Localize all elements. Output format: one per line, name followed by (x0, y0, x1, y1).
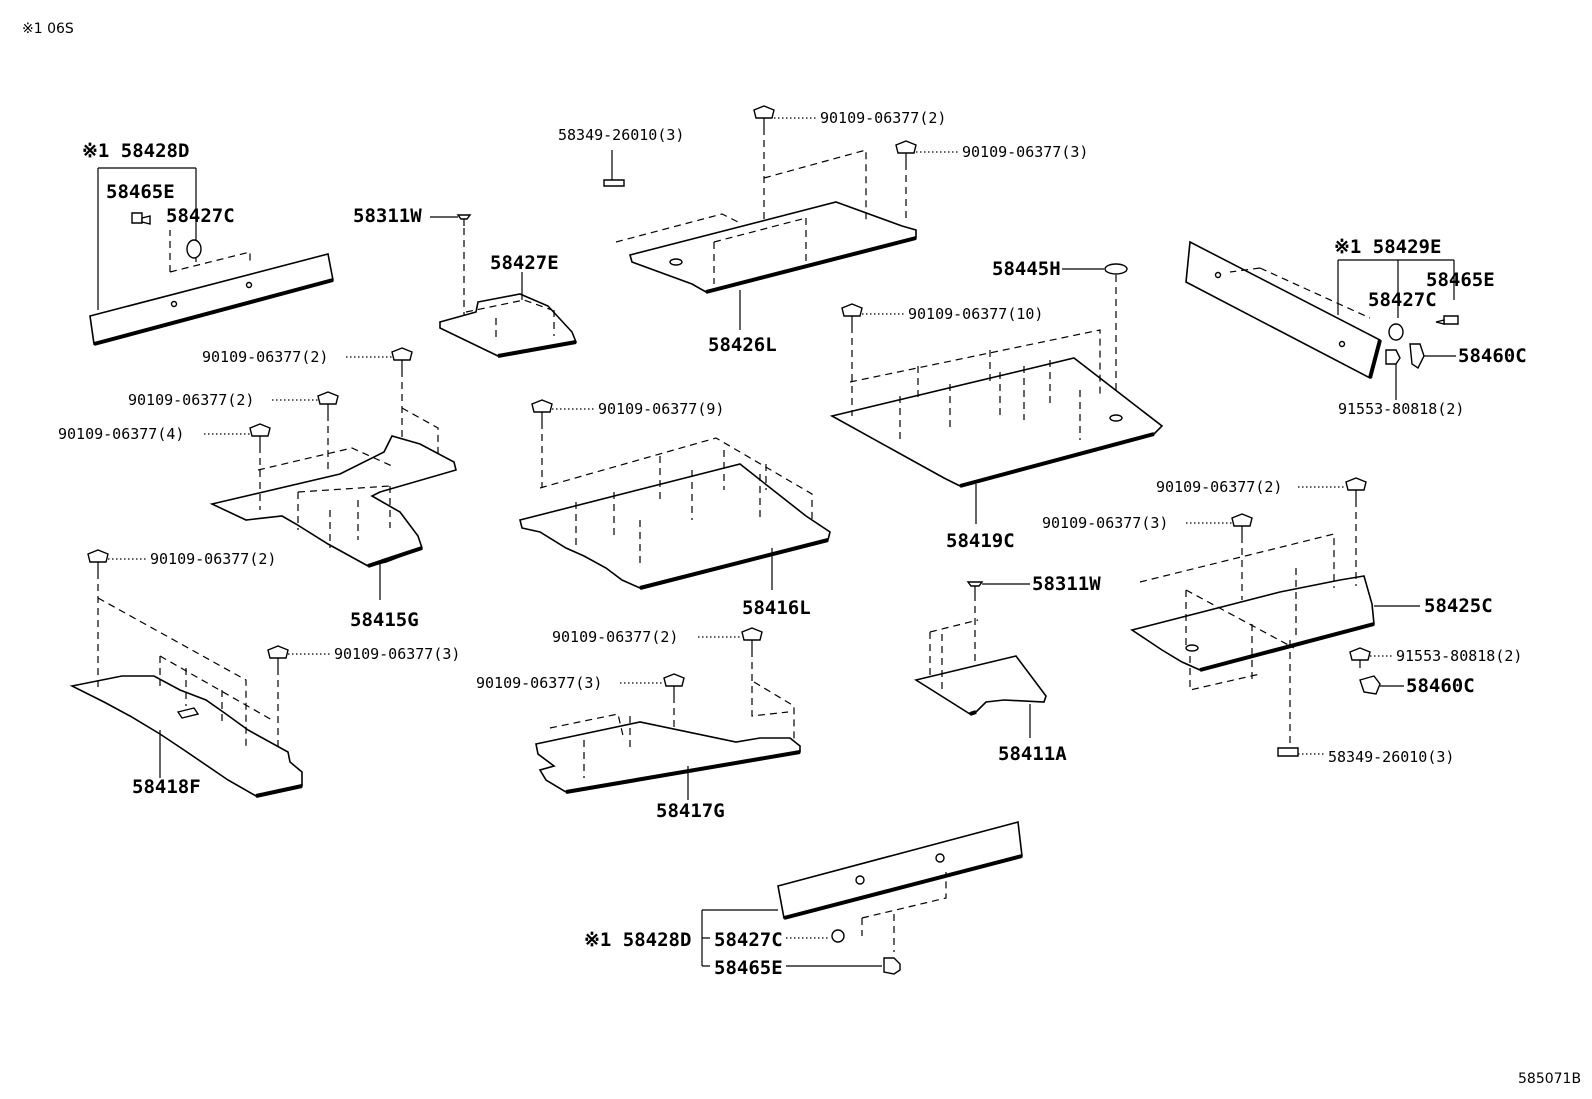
part-58419C[interactable] (829, 326, 1164, 488)
label-58428D-bottom: ※1 58428D (584, 929, 691, 951)
fastener-58427C-bottom[interactable] (831, 929, 845, 943)
label-58427C-r: 58427C (1368, 289, 1437, 311)
fastener-90109-9[interactable] (531, 399, 553, 422)
part-58417G[interactable] (535, 650, 801, 794)
clip-58460C-b[interactable] (1359, 675, 1381, 695)
label-58415G: 58415G (350, 609, 419, 631)
label-58427C-bottom: 58427C (714, 929, 783, 951)
label-58460C-r: 58460C (1458, 345, 1527, 367)
fastener-58427C-tl[interactable] (186, 239, 202, 259)
label-90109-2-a: 90109-06377(2) (202, 348, 328, 366)
fastener-90109-3-top[interactable] (895, 140, 917, 163)
fastener-90109-2-b[interactable] (317, 391, 339, 414)
label-58428D-top: ※1 58428D (82, 140, 189, 162)
fastener-58465E-bottom[interactable] (883, 957, 901, 975)
label-90109-2-b: 90109-06377(2) (128, 391, 254, 409)
label-58427C-tl: 58427C (166, 205, 235, 227)
label-58426L: 58426L (708, 334, 777, 356)
fastener-90109-3-r[interactable] (1231, 513, 1253, 536)
fastener-58465E-tl[interactable] (131, 212, 151, 225)
label-58417G: 58417G (656, 800, 725, 822)
label-58429E: ※1 58429E (1334, 236, 1441, 258)
fastener-90109-2-l[interactable] (87, 549, 109, 572)
label-58311W-b: 58311W (1032, 573, 1101, 595)
label-90109-3-r: 90109-06377(3) (1042, 514, 1168, 532)
fastener-90109-3-l[interactable] (267, 645, 289, 668)
fastener-58465E-r[interactable] (1435, 315, 1459, 325)
part-58445H[interactable] (1104, 263, 1128, 275)
fastener-90109-3-m[interactable] (663, 673, 685, 696)
label-58349-b: 58349-26010(3) (1328, 748, 1454, 766)
label-58416L: 58416L (742, 597, 811, 619)
clip-58460C-r[interactable] (1409, 343, 1425, 370)
part-58429E[interactable] (1185, 240, 1382, 380)
label-58427E: 58427E (490, 252, 559, 274)
fastener-90109-2-top[interactable] (753, 105, 775, 128)
part-58416L[interactable] (519, 422, 831, 590)
fastener-91553-r[interactable] (1385, 349, 1401, 400)
label-90109-10: 90109-06377(10) (908, 305, 1043, 323)
label-58465E-r: 58465E (1426, 269, 1495, 291)
part-58428D-top[interactable] (89, 230, 334, 346)
fastener-58311W-b[interactable] (966, 581, 984, 594)
label-90109-4: 90109-06377(4) (58, 425, 184, 443)
fastener-90109-2-a[interactable] (391, 347, 413, 370)
label-91553-r: 91553-80818(2) (1338, 400, 1464, 418)
label-58349-a: 58349-26010(3) (558, 126, 684, 144)
label-91553-b: 91553-80818(2) (1396, 647, 1522, 665)
leader-58429E (1337, 259, 1455, 318)
label-90109-3-top: 90109-06377(3) (962, 143, 1088, 161)
label-90109-2-l: 90109-06377(2) (150, 550, 276, 568)
label-58411A: 58411A (998, 743, 1067, 765)
part-58426L[interactable] (615, 128, 917, 294)
fastener-90109-2-r[interactable] (1345, 477, 1367, 500)
part-58418F[interactable] (69, 572, 303, 798)
fastener-90109-10[interactable] (841, 303, 863, 326)
fastener-91553-b[interactable] (1349, 647, 1371, 668)
fastener-58427C-r[interactable] (1388, 323, 1404, 341)
label-90109-9: 90109-06377(9) (598, 400, 724, 418)
leader-58428D-bottom (701, 909, 778, 966)
fastener-58349-b[interactable] (1277, 747, 1299, 757)
label-90109-2-r: 90109-06377(2) (1156, 478, 1282, 496)
label-90109-3-l: 90109-06377(3) (334, 645, 460, 663)
label-58419C: 58419C (946, 530, 1015, 552)
diagram-code: 585071B (1518, 1071, 1581, 1087)
fastener-90109-4[interactable] (249, 423, 271, 446)
label-58460C-b: 58460C (1406, 675, 1475, 697)
label-58465E-tl: 58465E (106, 181, 175, 203)
label-58425C: 58425C (1424, 595, 1493, 617)
fastener-90109-2-m[interactable] (741, 627, 763, 650)
label-90109-3-m: 90109-06377(3) (476, 674, 602, 692)
label-58465E-bottom: 58465E (714, 957, 783, 979)
label-90109-2-m: 90109-06377(2) (552, 628, 678, 646)
part-58428D-bottom[interactable] (777, 820, 1023, 952)
header-note: ※1 06S (22, 21, 74, 37)
label-58445H: 58445H (992, 258, 1061, 280)
leader-58428D-top (97, 167, 197, 310)
part-58425C[interactable] (1130, 500, 1375, 691)
part-58415G[interactable] (209, 370, 457, 568)
fastener-58311W-a[interactable] (456, 214, 472, 226)
label-58418F: 58418F (132, 776, 201, 798)
label-90109-2-top: 90109-06377(2) (820, 109, 946, 127)
fastener-58349-a[interactable] (603, 179, 625, 187)
part-58427E[interactable] (439, 293, 578, 358)
label-58311W-a: 58311W (353, 205, 422, 227)
part-58411A[interactable] (913, 594, 1047, 716)
